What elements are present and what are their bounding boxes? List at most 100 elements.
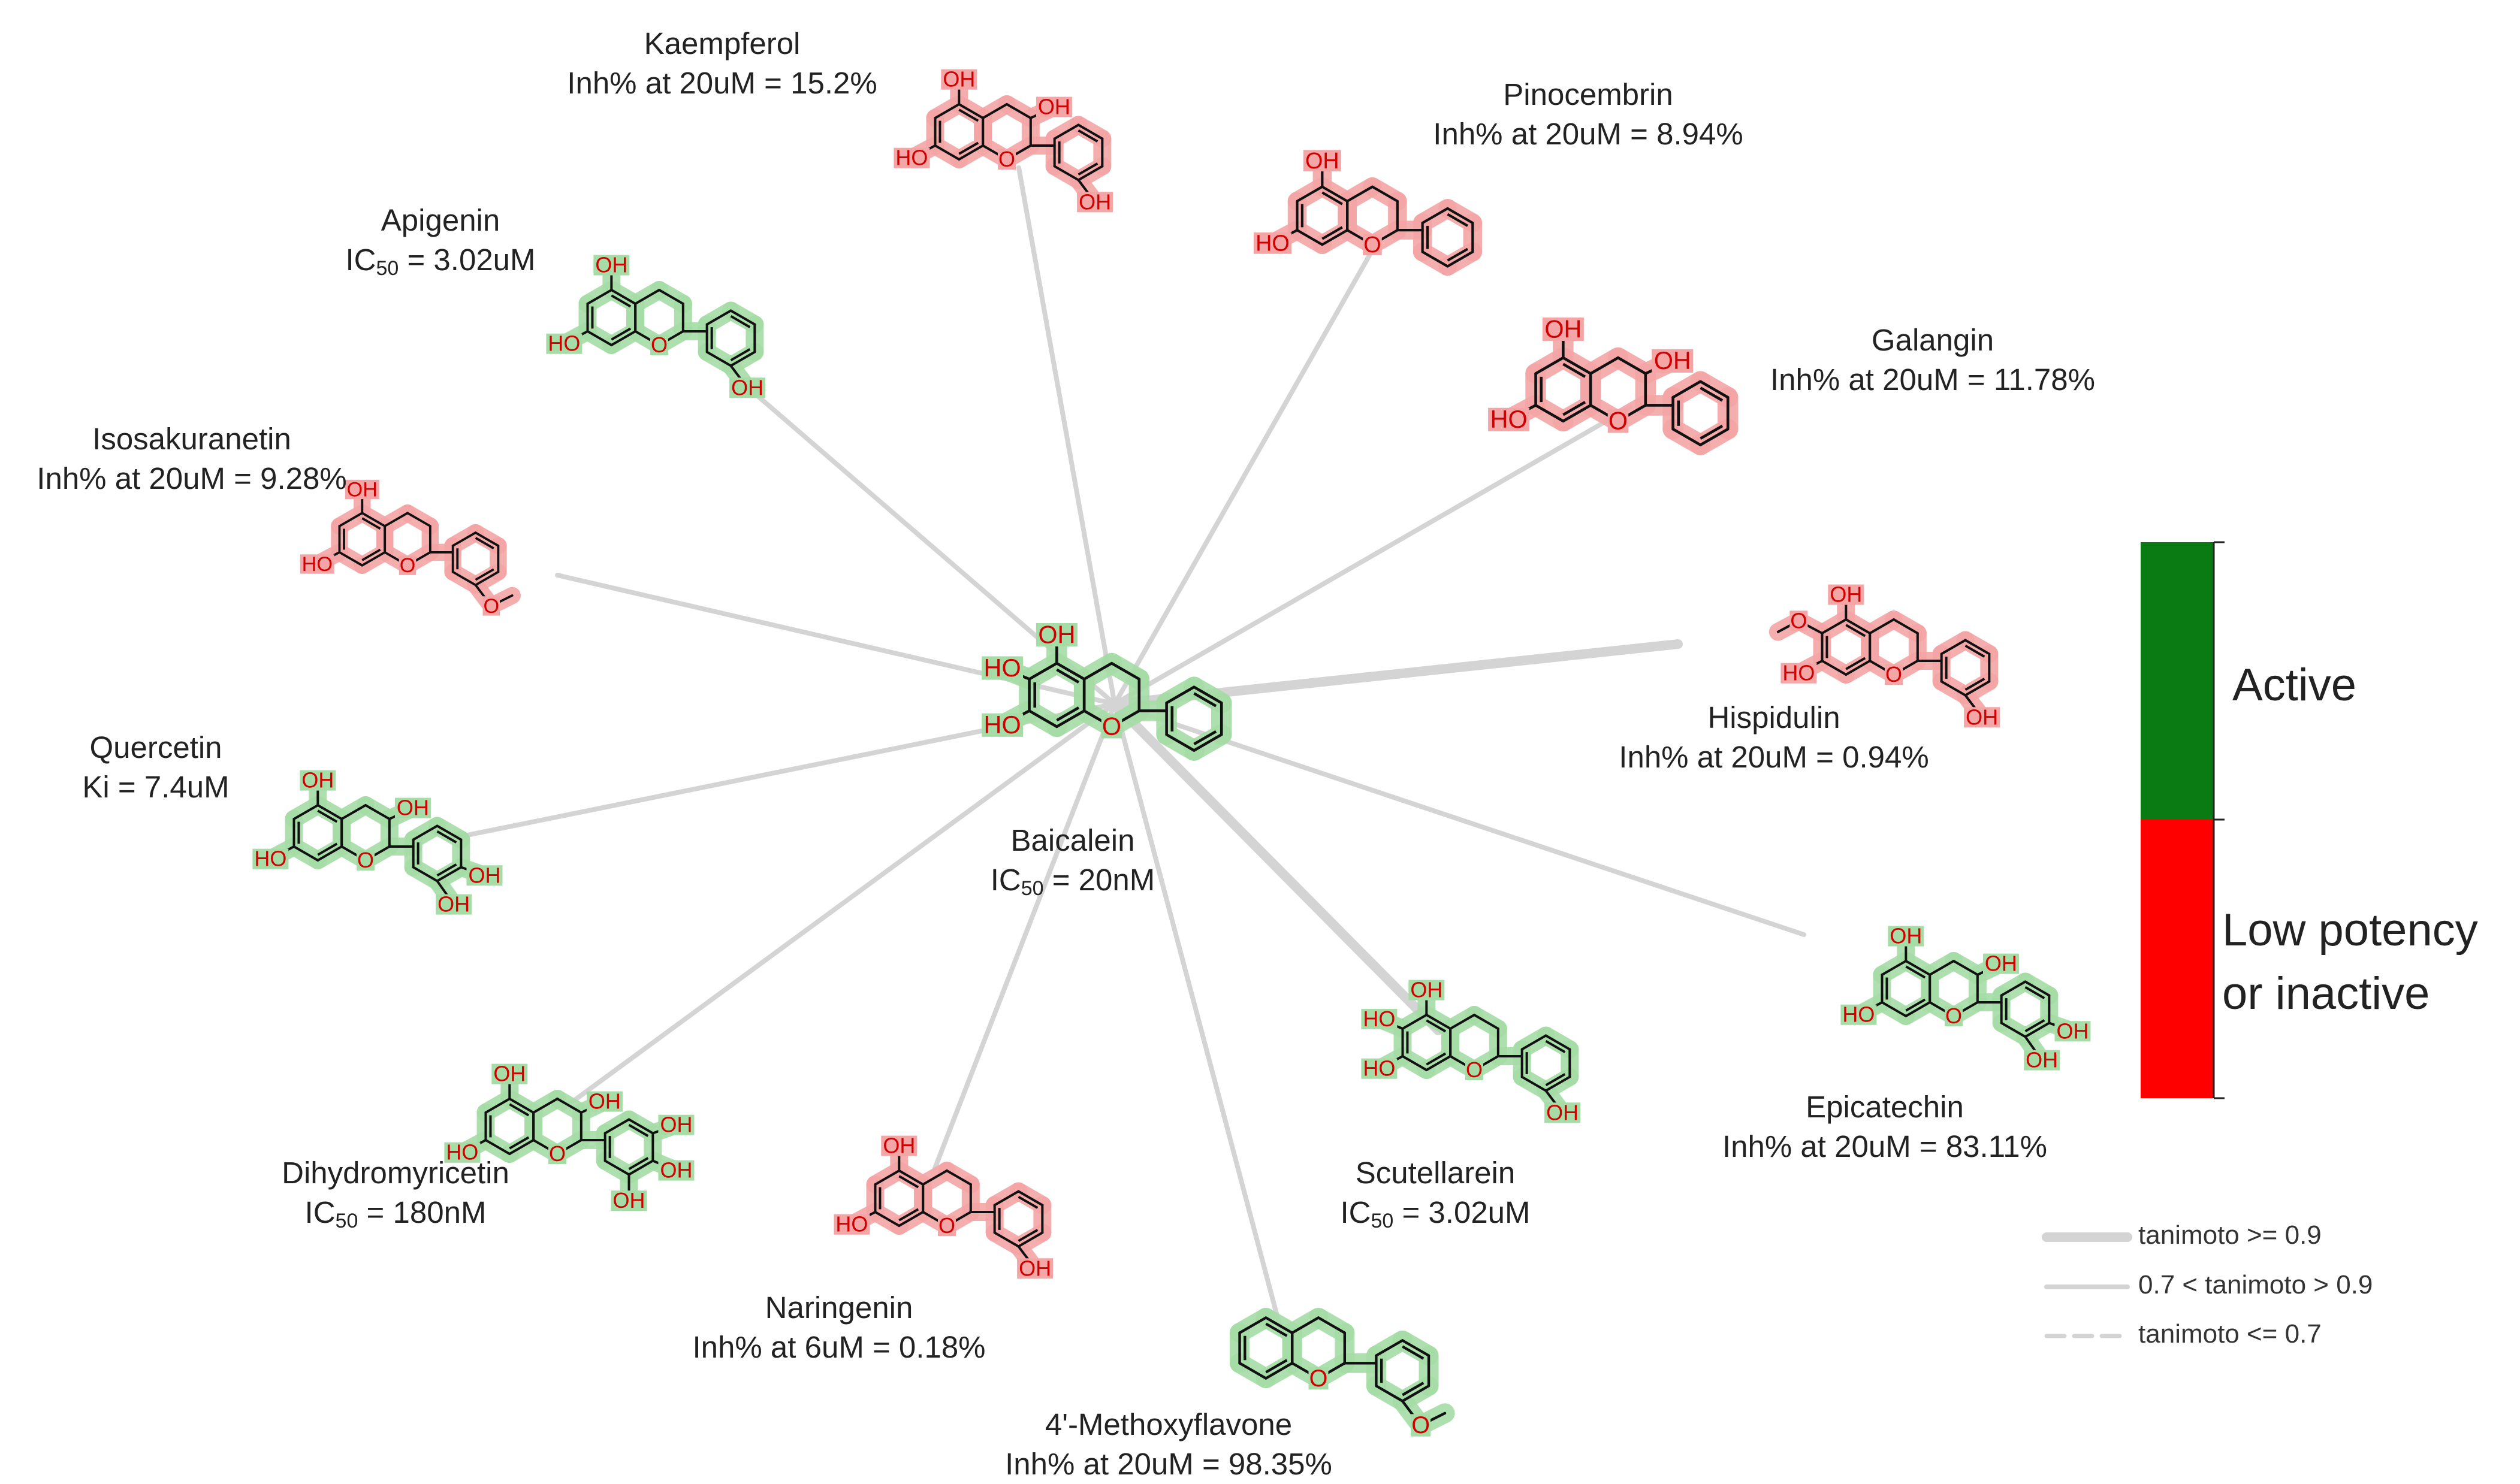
activity-value: Inh% at 20uM = 8.94% — [1433, 117, 1743, 151]
edge-epicatechin — [1112, 702, 1806, 937]
edge-dihydromyricetin — [561, 702, 1117, 1111]
edge-legend-label-thick: tanimoto >= 0.9 — [2138, 1220, 2322, 1250]
activity-value: Inh% at 20uM = 0.94% — [1619, 740, 1929, 774]
atom-labels: O OH HO — [1253, 149, 1382, 258]
atom-label: O — [1608, 407, 1628, 435]
atom-label: OH — [1966, 705, 1998, 729]
atom-label: HO — [302, 553, 333, 576]
atom-label: HO — [984, 654, 1021, 682]
colorbar-active-segment — [2141, 542, 2214, 820]
compound-name: Galangin — [1871, 323, 1994, 357]
edge-legend-label-mid: 0.7 < tanimoto > 0.9 — [2138, 1270, 2373, 1299]
compound-name: Naringenin — [765, 1290, 913, 1325]
atom-label: HO — [254, 847, 286, 871]
bond-skeleton — [1001, 633, 1223, 752]
atom-label: OH — [1544, 315, 1582, 343]
atom-label: OH — [437, 892, 470, 917]
atom-label: HO — [984, 711, 1021, 739]
highlight-halo — [1849, 927, 2082, 1069]
activity-value: Inh% at 20uM = 83.11% — [1722, 1129, 2047, 1163]
activity-value: Inh% at 6uM = 0.18% — [692, 1330, 986, 1364]
activity-value: Inh% at 20uM = 9.28% — [37, 461, 347, 495]
atom-label: OH — [347, 478, 378, 501]
atom-label: OH — [1654, 347, 1691, 374]
highlight-halo — [261, 771, 494, 914]
atom-label: O — [357, 848, 374, 872]
atom-label: O — [1102, 713, 1121, 741]
atom-label: OH — [468, 863, 500, 887]
atom-label: OH — [1019, 1256, 1051, 1280]
atom-label: OH — [1546, 1100, 1579, 1125]
atom-label: HO — [1490, 406, 1528, 433]
atom-labels: OO — [1308, 1365, 1431, 1438]
atom-label: OH — [1079, 189, 1111, 214]
atom-label: OH — [1305, 149, 1339, 174]
bond-skeleton — [1238, 1316, 1447, 1427]
edge-methoxyflavone — [1112, 702, 1285, 1338]
compound-name: Apigenin — [381, 203, 500, 237]
atom-label: OH — [1890, 924, 1922, 948]
activity-colorbar — [2141, 541, 2225, 1099]
bond-skeleton — [461, 1072, 678, 1202]
activity-value: IC50 = 20nM — [990, 863, 1155, 900]
atom-label: OH — [883, 1134, 915, 1158]
atom-labels: O OH HO HO — [982, 621, 1122, 741]
compound-name: Isosakuranetin — [92, 422, 291, 456]
atom-labels: O OH HO O — [300, 478, 500, 618]
compound-name: Epicatechin — [1806, 1090, 1964, 1124]
bond-skeleton — [1507, 328, 1730, 446]
colorbar-inactive-segment — [2141, 820, 2214, 1098]
activity-value: Inh% at 20uM = 11.78% — [1770, 362, 2095, 397]
atom-label: OH — [1038, 621, 1075, 648]
atom-label: HO — [895, 146, 928, 170]
atom-label: O — [998, 147, 1015, 171]
atom-label: HO — [835, 1212, 868, 1237]
compound-name: Pinocembrin — [1503, 77, 1673, 111]
colorbar-active-label: Active — [2232, 660, 2356, 711]
atom-label: HO — [1363, 1007, 1395, 1031]
atom-label: OH — [595, 253, 627, 277]
atom-label: HO — [548, 331, 580, 356]
molecule-pinocembrin: O OH HO — [1253, 149, 1483, 276]
compound-name: Kaempferol — [644, 26, 801, 61]
atom-label: O — [1363, 232, 1381, 258]
atom-label: O — [1309, 1365, 1328, 1392]
activity-value: IC50 = 180nM — [304, 1195, 487, 1232]
edge-scutellarein — [1110, 699, 1443, 1035]
activity-value: IC50 = 3.02uM — [345, 243, 536, 280]
atom-label: O — [1885, 662, 1902, 687]
atom-label: O — [400, 554, 416, 577]
atom-label: HO — [1256, 231, 1290, 256]
atom-label: O — [1945, 1004, 1962, 1028]
activity-value: Inh% at 20uM = 98.35% — [1005, 1447, 1332, 1481]
atom-label: O — [1790, 608, 1807, 633]
atom-label: O — [1411, 1412, 1430, 1438]
atom-label: O — [483, 595, 499, 618]
atom-label: OH — [1410, 978, 1442, 1002]
compound-name: 4'-Methoxyflavone — [1045, 1407, 1293, 1441]
compound-name: Baicalein — [1010, 823, 1135, 857]
atom-label: OH — [2056, 1018, 2089, 1043]
atom-label: O — [549, 1141, 566, 1166]
